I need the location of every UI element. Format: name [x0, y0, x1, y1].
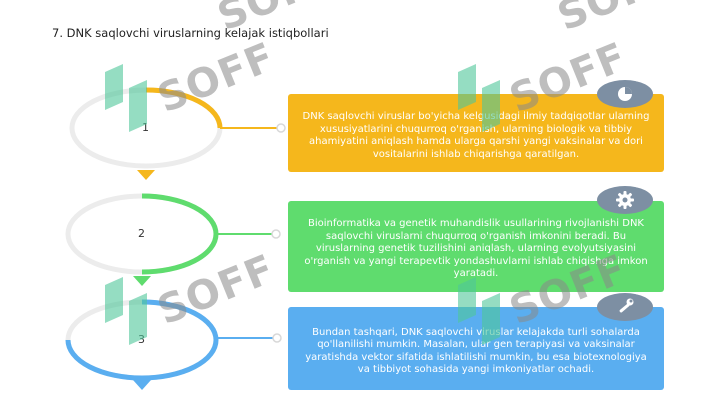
watermark-logo-mark — [105, 64, 147, 132]
gear-icon — [597, 186, 653, 214]
watermark-logo-mark — [105, 277, 147, 345]
step-3-number: 3 — [138, 333, 145, 346]
step-2-number: 2 — [138, 227, 145, 240]
step-3-text: Bundan tashqari, DNK saqlovchi viruslar … — [305, 326, 647, 376]
watermark-logo-mark — [458, 277, 500, 345]
step-1-number: 1 — [142, 121, 149, 134]
wrench-icon — [597, 293, 653, 321]
step-2-ring — [65, 193, 281, 286]
step-2-card: Bioinformatika va genetik muhandislik us… — [288, 201, 664, 292]
watermark-logo-mark — [458, 64, 500, 132]
pie-chart-icon — [597, 80, 653, 108]
step-1-card: DNK saqlovchi viruslar bo'yicha kelgusid… — [288, 94, 664, 172]
slide-title: 7. DNK saqlovchi viruslarning kelajak is… — [52, 26, 329, 40]
step-3-card: Bundan tashqari, DNK saqlovchi viruslar … — [288, 307, 664, 390]
step-3-ring — [65, 299, 282, 390]
step-2-text: Bioinformatika va genetik muhandislik us… — [304, 218, 648, 280]
step-1-text: DNK saqlovchi viruslar bo'yicha kelgusid… — [302, 111, 650, 160]
